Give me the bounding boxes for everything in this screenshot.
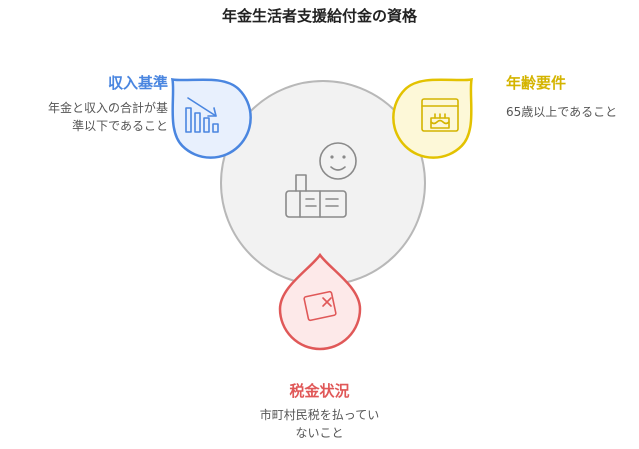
income-droplet [170, 77, 252, 159]
tax-description-line1: 市町村民税を払ってい [259, 408, 380, 422]
income-heading: 収入基準 [107, 74, 168, 92]
income-description-line2: 準以下であること [72, 119, 168, 133]
birthday-cake-icon [421, 98, 459, 132]
tax-heading: 税金状況 [289, 382, 350, 400]
age-heading: 年齢要件 [506, 74, 567, 92]
page-title: 年金生活者支援給付金の資格 [221, 7, 417, 25]
income-description: 年金と収入の合計が基 準以下であること [10, 99, 168, 135]
tax-description-line2: ないこと [295, 426, 344, 440]
elderly-person-icon [285, 142, 357, 218]
tax-droplet [278, 252, 362, 351]
tax-description: 市町村民税を払ってい ないこと [0, 406, 639, 442]
income-description-line1: 年金と収入の合計が基 [47, 101, 168, 115]
age-description: 65歳以上であること [506, 105, 618, 119]
x-box-icon [303, 290, 337, 322]
declining-bar-chart-icon [185, 97, 219, 133]
